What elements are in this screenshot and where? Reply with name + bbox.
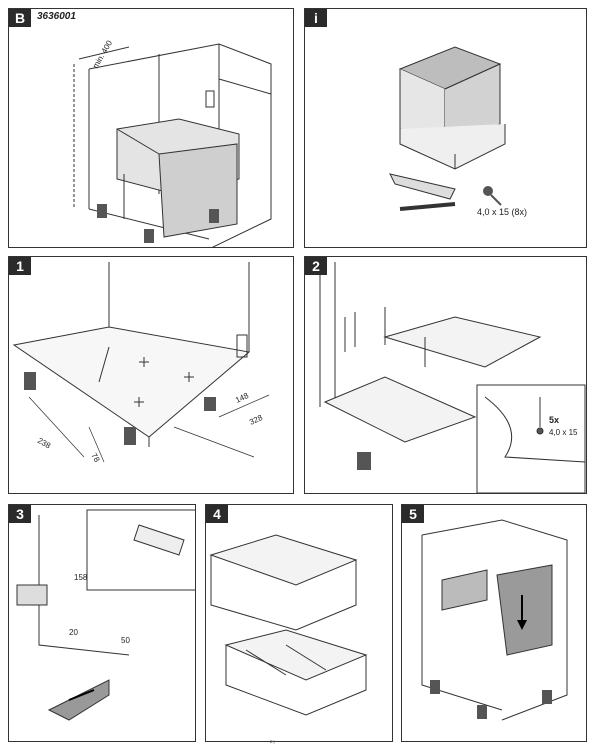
- dim-158: 158: [74, 573, 88, 582]
- step-badge: 1: [9, 257, 31, 275]
- dim-328: 328: [248, 413, 264, 427]
- step-badge: 4: [206, 505, 228, 523]
- dim-20: 20: [69, 628, 78, 637]
- panel-step-5: 5: [401, 504, 587, 742]
- panel-badge: i: [305, 9, 327, 27]
- dim-78: 78: [89, 452, 102, 465]
- panel-step-4: 4: [205, 504, 393, 742]
- article-number: 3636001: [37, 11, 76, 22]
- step-badge: 2: [305, 257, 327, 275]
- screw-spec-label: 4,0 x 15: [549, 428, 578, 437]
- screw-quantity: 5x: [549, 415, 559, 425]
- dim-238: 238: [36, 436, 53, 451]
- screw-spec-label: 4,0 x 15 (8x): [477, 207, 527, 217]
- cabinet-illustration: min. 400: [73, 38, 272, 247]
- screw-icon: [483, 186, 502, 206]
- dim-50: 50: [121, 636, 130, 645]
- step-2-illustration: 5x 4,0 x 15: [319, 262, 586, 493]
- step-badge: 3: [9, 505, 31, 523]
- page-footer-mark: ²⁵: [270, 740, 276, 747]
- panel-overview: B 3636001 min. 400: [8, 8, 294, 248]
- step-5-illustration: [421, 519, 568, 721]
- panel-contents: i 4,0 x 15 (8x): [304, 8, 587, 248]
- parts-illustration: 4,0 x 15 (8x): [389, 46, 527, 217]
- step-3-illustration: 158 20 50: [16, 509, 195, 721]
- step-1-illustration: 238 78 148 328: [12, 262, 270, 465]
- panel-step-1: 1 238 78 148 328: [8, 256, 294, 494]
- step-badge: 5: [402, 505, 424, 523]
- dim-148: 148: [234, 391, 250, 405]
- detail-inset: [476, 384, 586, 493]
- panel-badge: B: [9, 9, 31, 27]
- panel-step-3: 3 158 20 50: [8, 504, 196, 742]
- panel-step-2: 2 5x 4,0 x 15: [304, 256, 587, 494]
- step-4-illustration: [209, 534, 368, 716]
